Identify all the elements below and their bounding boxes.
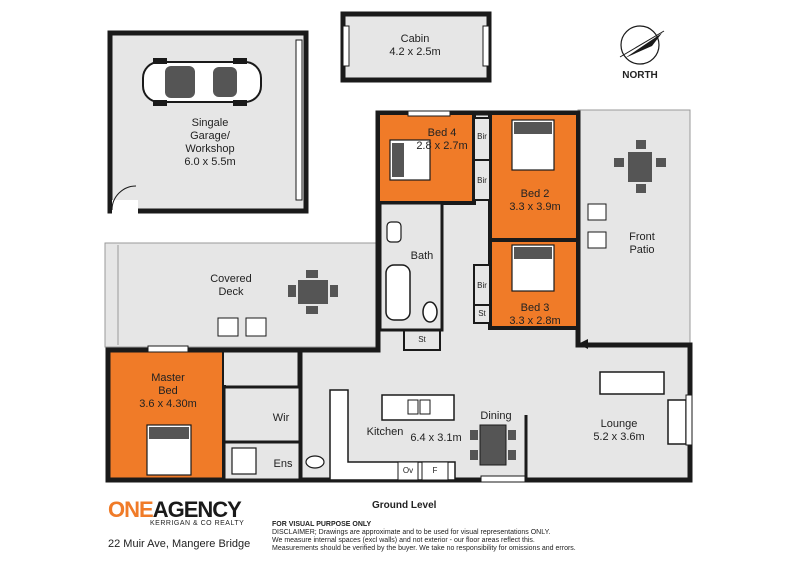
- entry-arrow-icon: [578, 339, 588, 349]
- garage-name-line1: Singale: [191, 117, 229, 129]
- bir-label-1: Bir: [477, 132, 487, 141]
- bed2-label: Bed 2 3.3 x 3.9m: [500, 188, 570, 214]
- bed3-dims: 3.3 x 2.8m: [509, 315, 561, 327]
- disclaimer-line-1: DISCLAIMER; Drawings are approximate and…: [272, 529, 551, 536]
- master-bed-line1: Master: [151, 372, 185, 384]
- kitchen-label: Kitchen: [366, 426, 404, 438]
- dining-table-icon: [470, 424, 516, 466]
- covered-deck-line2: Deck: [218, 286, 244, 298]
- kitchen-dims: 6.4 x 3.1m: [410, 432, 462, 444]
- cabin-label: Cabin 4.2 x 2.5m: [365, 33, 465, 59]
- cabin-dims: 4.2 x 2.5m: [389, 46, 441, 58]
- covered-deck-line1: Covered: [210, 273, 252, 285]
- master-bed-label: Master Bed 3.6 x 4.30m: [130, 372, 206, 411]
- toilet-icon: [422, 301, 438, 323]
- front-patio-label: Front Patio: [612, 231, 672, 257]
- dining-label: Dining: [480, 410, 512, 422]
- cabin-room: [340, 11, 492, 83]
- fridge-label: F: [432, 466, 438, 475]
- bed3-bed-icon: [511, 244, 555, 292]
- covered-deck-label: Covered Deck: [196, 273, 266, 299]
- car-icon: [142, 58, 262, 106]
- front-patio-area: [577, 109, 691, 346]
- wir-label: Wir: [272, 412, 290, 424]
- north-compass-icon: [619, 25, 665, 65]
- bed3-label: Bed 3 3.3 x 2.8m: [500, 302, 570, 328]
- ground-level-label: Ground Level: [372, 500, 437, 511]
- compass-label: NORTH: [622, 70, 658, 81]
- lounge-name: Lounge: [600, 418, 638, 430]
- bir-label-2: Bir: [477, 176, 487, 185]
- lounge-label: Lounge 5.2 x 3.6m: [584, 418, 654, 444]
- sofa-icon: [599, 371, 665, 395]
- ens-label: Ens: [273, 458, 293, 470]
- bath-label: Bath: [410, 250, 434, 262]
- brand-one: ONE: [108, 497, 154, 522]
- bed2-dims: 3.3 x 3.9m: [509, 201, 561, 213]
- bed4-name: Bed 4: [427, 127, 457, 139]
- cabin-name: Cabin: [400, 33, 430, 45]
- bed3-name: Bed 3: [520, 302, 550, 314]
- bed4-label: Bed 4 2.8 x 2.7m: [412, 127, 472, 153]
- bed4-dims: 2.8 x 2.7m: [416, 140, 468, 152]
- front-patio-line2: Patio: [629, 244, 655, 256]
- master-bed-dims: 3.6 x 4.30m: [139, 398, 197, 410]
- patio-table-icon: [614, 140, 666, 193]
- garage-label: Singale Garage/ Workshop 6.0 x 5.5m: [150, 117, 270, 169]
- storage-label-2: St: [418, 335, 426, 344]
- garage-name-line3: Workshop: [185, 143, 235, 155]
- bed2-bed-icon: [511, 119, 555, 171]
- disclaimer-title: FOR VISUAL PURPOSE ONLY: [272, 521, 372, 528]
- brand-sub: KERRIGAN & CO REALTY: [150, 520, 245, 527]
- storage-label-1: St: [478, 309, 486, 318]
- garage-name-line2: Garage/: [190, 130, 230, 142]
- address-label: 22 Muir Ave, Mangere Bridge: [108, 538, 251, 550]
- oven-label: Ov: [402, 466, 414, 475]
- bathtub-icon: [385, 264, 411, 321]
- master-bed-line2: Bed: [158, 385, 178, 397]
- disclaimer: FOR VISUAL PURPOSE ONLY DISCLAIMER; Draw…: [272, 521, 576, 553]
- brand-agency: AGENCY: [152, 497, 242, 522]
- bir-label-3: Bir: [477, 281, 487, 290]
- front-patio-line1: Front: [629, 231, 655, 243]
- deck-table-icon: [288, 270, 338, 314]
- disclaimer-line-2: We measure internal spaces (excl walls) …: [272, 537, 535, 544]
- garage-dims: 6.0 x 5.5m: [184, 156, 236, 168]
- bed2-name: Bed 2: [520, 188, 550, 200]
- disclaimer-line-3: Measurements should be verified by the b…: [272, 545, 576, 552]
- brand-logo: ONEAGENCY KERRIGAN & CO REALTY: [108, 497, 258, 527]
- master-bed-icon: [146, 424, 192, 476]
- bed4-bed-icon: [389, 139, 431, 181]
- lounge-dims: 5.2 x 3.6m: [593, 431, 645, 443]
